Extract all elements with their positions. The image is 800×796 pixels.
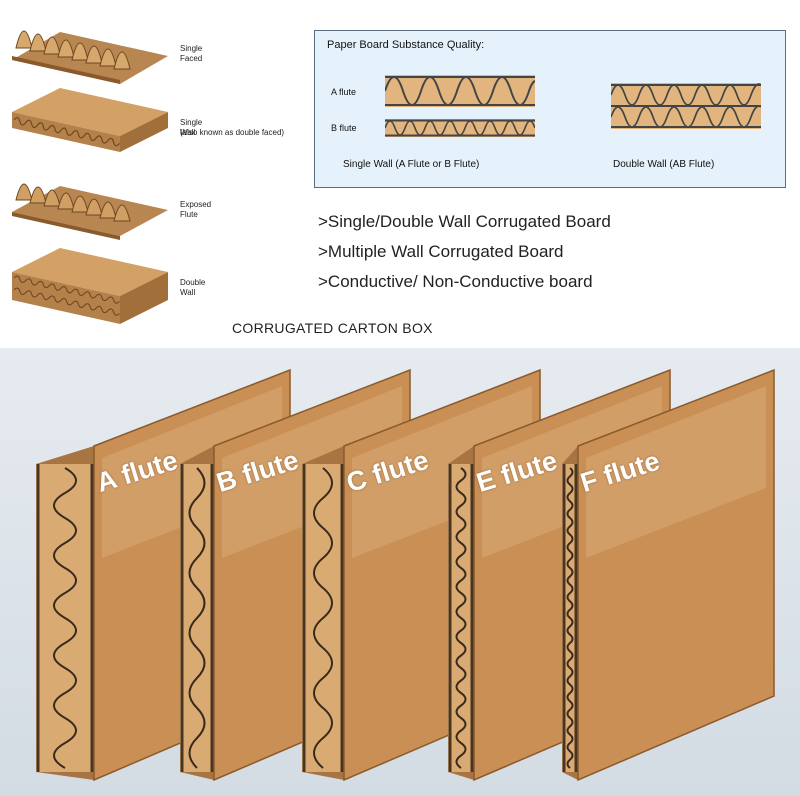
b-flute-diagram bbox=[385, 119, 535, 137]
exposed-flute-illustration bbox=[12, 183, 168, 240]
single-wall-label: Single Wall bbox=[180, 118, 203, 137]
double-wall-caption: Double Wall (AB Flute) bbox=[613, 159, 715, 170]
paper-board-quality-box: Paper Board Substance Quality: A flute B… bbox=[314, 30, 786, 188]
double-wall-illustration bbox=[12, 248, 168, 324]
bullet-single-double-wall: >Single/Double Wall Corrugated Board bbox=[318, 212, 611, 231]
single-wall-illustration bbox=[12, 88, 168, 152]
section-heading: CORRUGATED CARTON BOX bbox=[232, 320, 433, 336]
bullet-conductive: >Conductive/ Non-Conductive board bbox=[318, 272, 593, 291]
double-wall-label: Double Wall bbox=[180, 278, 206, 297]
top-section: Single Faced Single Wall (also known as … bbox=[0, 0, 800, 348]
single-faced-sample: Single Faced bbox=[10, 8, 202, 89]
quality-box-title: Paper Board Substance Quality: bbox=[327, 39, 485, 51]
ab-flute-diagram bbox=[611, 83, 761, 129]
a-flute-diagram bbox=[385, 75, 535, 107]
single-wall-caption: Single Wall (A Flute or B Flute) bbox=[343, 159, 480, 170]
flute-board-illustration bbox=[562, 368, 775, 782]
a-flute-label: A flute bbox=[331, 87, 357, 97]
double-wall-sample: Double Wall bbox=[10, 244, 205, 339]
single-faced-illustration bbox=[12, 30, 168, 84]
single-faced-label: Single Faced bbox=[180, 44, 203, 63]
single-wall-sample: Single Wall (also known as double faced) bbox=[10, 84, 284, 169]
exposed-flute-label: Exposed Flute bbox=[180, 200, 212, 219]
single-wall-note: (also known as double faced) bbox=[180, 128, 285, 137]
b-flute-label: B flute bbox=[331, 123, 357, 133]
exposed-flute-sample: Exposed Flute bbox=[10, 160, 211, 245]
bullet-multiple-wall: >Multiple Wall Corrugated Board bbox=[318, 242, 564, 261]
